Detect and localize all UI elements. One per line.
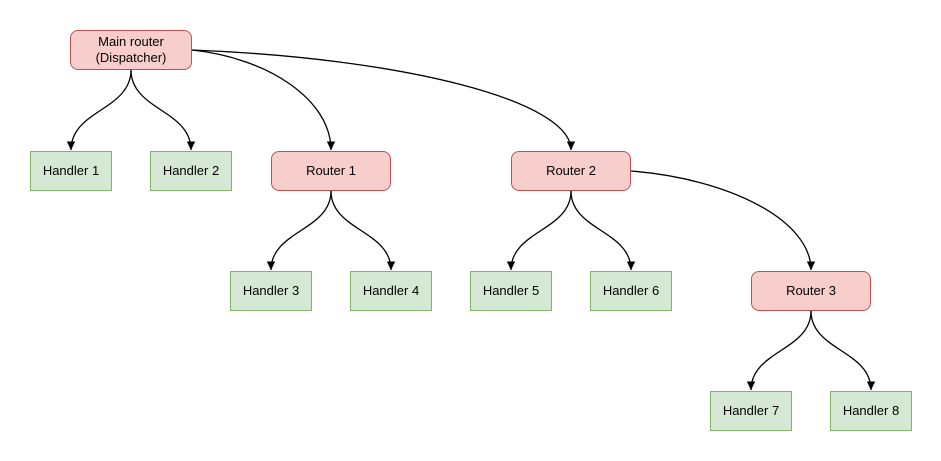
node-label: Handler 6 [602,282,660,298]
edge-main-to-handler-2 [130,69,196,151]
node-handler-2: Handler 2 [150,151,232,191]
edge-main-to-router-2 [191,49,576,151]
node-handler-7: Handler 7 [710,391,792,431]
edge-router-2-to-router-3 [630,170,816,271]
node-router-1: Router 1 [271,151,391,191]
node-handler-6: Handler 6 [590,271,672,311]
node-label: Router 1 [306,162,356,178]
node-handler-8: Handler 8 [830,391,912,431]
edge-router-2-to-handler-5 [506,190,572,271]
node-main-router: Main router (Dispatcher) [70,30,192,70]
node-label: Handler 4 [362,282,420,298]
node-router-2: Router 2 [511,151,631,191]
edge-router-1-to-handler-3 [266,190,332,271]
edge-main-to-router-1 [191,49,336,151]
edge-router-3-to-handler-7 [746,310,812,391]
node-label: Router 3 [786,282,836,298]
node-label: Main router (Dispatcher) [95,33,167,65]
edge-main-to-handler-1 [66,69,132,151]
node-handler-5: Handler 5 [470,271,552,311]
node-label: Handler 7 [722,402,780,418]
node-label: Handler 1 [42,162,100,178]
node-label: Router 2 [546,162,596,178]
node-label: Handler 3 [242,282,300,298]
node-handler-3: Handler 3 [230,271,312,311]
node-label: Handler 8 [842,402,900,418]
node-handler-4: Handler 4 [350,271,432,311]
edge-router-1-to-handler-4 [330,190,396,271]
node-router-3: Router 3 [751,271,871,311]
node-label: Handler 2 [162,162,220,178]
edge-router-3-to-handler-8 [810,310,876,391]
edge-router-2-to-handler-6 [570,190,636,271]
node-label: Handler 5 [482,282,540,298]
node-handler-1: Handler 1 [30,151,112,191]
